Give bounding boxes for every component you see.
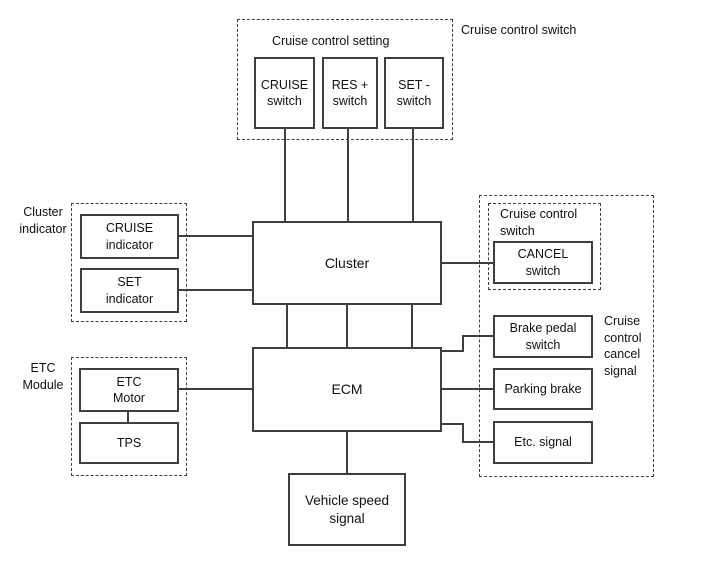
- cruise-control-switch-top-label: Cruise control switch: [461, 23, 577, 37]
- ecm-label: ECM: [331, 381, 363, 398]
- brake-pedal-switch-node: Brake pedal switch: [493, 315, 593, 358]
- set-switch-label-line1: SET -: [398, 77, 430, 92]
- connector-ecm-to-brake-pedal-seg3: [462, 335, 493, 337]
- set-indicator-label-line2: indicator: [105, 291, 154, 306]
- etc-motor-node: ETC Motor: [79, 368, 179, 412]
- connector-ecm-to-etc-signal-seg1: [441, 423, 464, 425]
- cancel-signal-label-line2: control: [604, 330, 642, 345]
- brake-pedal-switch-label-line2: switch: [525, 337, 561, 352]
- connector-cruise-indicator-to-cluster: [179, 235, 253, 237]
- cruise-control-cancel-signal-label: Cruise control cancel signal: [604, 313, 642, 379]
- cruise-control-switch-right-group: [488, 203, 601, 290]
- connector-cluster-to-ecm-3: [411, 305, 413, 348]
- cruise-switch-label-line1: CRUISE: [260, 77, 309, 92]
- cancel-switch-node: CANCEL switch: [493, 241, 593, 284]
- etc-motor-label-line2: Motor: [113, 391, 145, 405]
- cruise-control-switch-right-label: Cruise control switch: [500, 206, 577, 239]
- connector-ecm-to-vehicle-speed: [346, 432, 348, 473]
- cancel-switch-label-line2: switch: [525, 263, 561, 278]
- cruise-control-switch-right-label-line1: Cruise control: [500, 207, 578, 221]
- connector-res-switch-to-cluster: [347, 129, 349, 222]
- res-switch-label-line1: RES +: [331, 77, 369, 92]
- cluster-indicator-group: [71, 203, 187, 322]
- ecm-node: ECM: [252, 347, 442, 432]
- connector-cluster-to-cancel-switch: [441, 262, 494, 264]
- parking-brake-node: Parking brake: [493, 368, 593, 410]
- etc-module-label: ETC Module: [14, 360, 72, 393]
- etc-signal-node: Etc. signal: [493, 421, 593, 464]
- set-switch-label-line2: switch: [396, 94, 432, 108]
- connector-set-indicator-to-cluster: [179, 289, 253, 291]
- cruise-indicator-label-line1: CRUISE: [105, 221, 154, 235]
- tps-node: TPS: [79, 422, 179, 464]
- connector-ecm-to-parking-brake: [441, 388, 493, 390]
- connector-cruise-switch-to-cluster: [284, 129, 286, 222]
- res-switch-label-line2: switch: [332, 94, 368, 108]
- cruise-control-switch-right-label-line2: switch: [500, 223, 535, 238]
- set-indicator-node: SET indicator: [80, 268, 179, 313]
- cluster-indicator-label-line1: Cluster: [23, 205, 63, 219]
- cruise-switch-node: CRUISE switch: [254, 57, 315, 129]
- set-indicator-label-line1: SET: [117, 275, 142, 289]
- res-switch-node: RES + switch: [322, 57, 378, 129]
- cancel-signal-label-line1: Cruise: [604, 314, 641, 328]
- tps-label: TPS: [116, 435, 142, 450]
- cruise-indicator-node: CRUISE indicator: [80, 214, 179, 259]
- etc-signal-label: Etc. signal: [514, 435, 572, 450]
- cruise-switch-label-line2: switch: [267, 94, 302, 108]
- cancel-signal-label-line3: cancel: [604, 347, 641, 361]
- connector-ecm-to-brake-pedal-seg2: [462, 335, 464, 352]
- connector-cluster-to-ecm-2: [346, 305, 348, 348]
- etc-module-group: [71, 357, 187, 476]
- parking-brake-label: Parking brake: [504, 381, 582, 396]
- cluster-label: Cluster: [324, 254, 370, 271]
- etc-module-label-line1: ETC: [30, 361, 56, 375]
- connector-cluster-to-ecm-1: [286, 305, 288, 348]
- vehicle-speed-signal-node: Vehicle speed signal: [288, 473, 406, 546]
- brake-pedal-switch-label-line1: Brake pedal: [509, 321, 577, 335]
- cluster-indicator-label-line2: indicator: [19, 221, 67, 236]
- cruise-indicator-label-line2: indicator: [105, 237, 154, 252]
- connector-set-switch-to-cluster: [412, 129, 414, 222]
- connector-etc-motor-to-tps: [127, 412, 129, 423]
- etc-motor-label-line1: ETC: [116, 374, 142, 389]
- vehicle-speed-signal-label-line1: Vehicle speed: [304, 492, 390, 508]
- cruise-control-setting-label: Cruise control setting: [272, 34, 390, 48]
- etc-module-label-line2: Module: [22, 377, 64, 392]
- cruise-control-setting-group: [237, 19, 453, 140]
- set-switch-node: SET - switch: [384, 57, 444, 129]
- connector-etc-motor-to-ecm: [179, 388, 253, 390]
- cluster-node: Cluster: [252, 221, 442, 305]
- cancel-switch-label-line1: CANCEL: [517, 247, 569, 261]
- connector-ecm-to-etc-signal-seg3: [462, 441, 493, 443]
- cancel-signal-label-line4: signal: [604, 363, 637, 378]
- cluster-indicator-label: Cluster indicator: [14, 204, 72, 237]
- vehicle-speed-signal-label-line2: signal: [329, 510, 365, 526]
- connector-ecm-to-etc-signal-seg2: [462, 423, 464, 443]
- connector-ecm-to-brake-pedal-seg1: [441, 350, 464, 352]
